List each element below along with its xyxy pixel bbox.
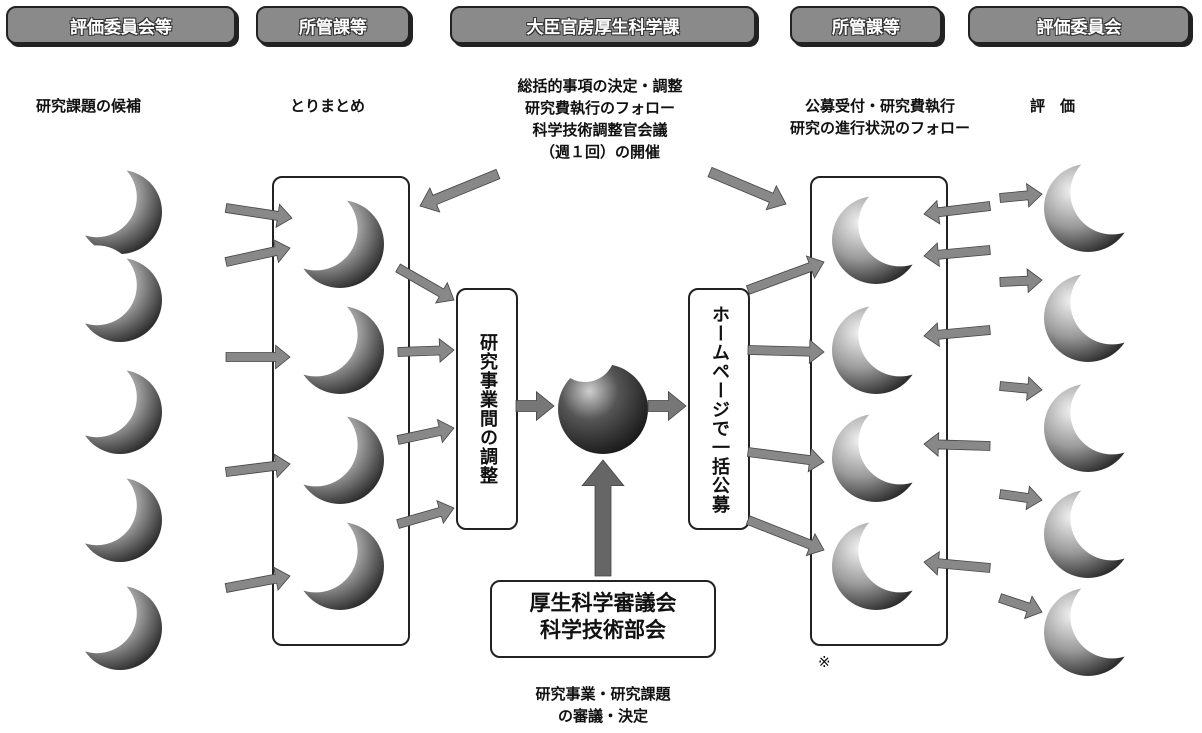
sphere-left-group-1 [274,186,384,288]
label-center-line2: 研究費執行のフォロー [524,99,675,117]
council-line2: 科学技術部会 [540,618,666,642]
sphere-left-group-4 [274,508,384,610]
arrow-eval-to-right-2 [923,242,991,268]
arrow-center-label-to-right [707,166,787,211]
sphere-left-group-2 [274,292,384,394]
sphere-evaluation-3 [1044,370,1154,472]
sphere-evaluation-1 [1044,150,1154,252]
header-responsible-division-left: 所管課等 [256,6,410,44]
arrow-coordination-to-center [515,390,555,422]
arrow-center-label-to-left [419,168,501,213]
arrow-public-to-right-3 [746,447,825,473]
sphere-evaluation-5 [1044,574,1154,676]
arrow-council-to-center [581,459,625,577]
public-offer-box: ホームページで一括公募 [688,288,750,530]
sphere-evaluation-4 [1044,476,1154,578]
sphere-right-group-1 [832,182,942,284]
arrow-right-to-eval-3 [999,376,1043,402]
sphere-left-group-3 [274,402,384,504]
header-eval-committee-right: 評価委員会 [968,6,1190,44]
sphere-candidate-3 [57,357,162,454]
label-summarize: とりまとめ [290,97,366,115]
arrow-public-to-right-2 [747,339,825,365]
note-mark: ※ [818,653,831,671]
sphere-right-group-2 [832,292,942,394]
label-center-line3: 科学技術調整官会議 [532,121,668,139]
sphere-evaluation-2 [1044,260,1154,362]
coordination-box: 研究事業間の調整 [456,288,518,530]
label-evaluation: 評 価 [1030,97,1076,115]
arrow-eval-to-right-1 [923,199,991,225]
sphere-candidate-1 [57,157,162,254]
arrow-candidate-5 [224,566,291,593]
arrow-eval-to-right-3 [923,322,991,348]
coordination-text: 研究事業間の調整 [477,333,498,485]
sphere-candidate-5 [57,573,162,670]
header-responsible-division-right: 所管課等 [790,6,942,44]
arrow-candidate-2 [224,238,291,267]
arrow-candidate-4 [224,453,291,479]
council-box: 厚生科学審議会 科学技術部会 [490,580,716,658]
header-science-division: 大臣官房厚生科学課 [450,6,756,44]
sphere-center [558,364,648,454]
sphere-right-group-3 [832,400,942,502]
arrow-candidate-3 [225,344,291,370]
council-line1: 厚生科学審議会 [529,591,677,615]
label-right-line2: 研究の進行状況のフォロー [789,119,970,137]
arrow-to-coordination-4 [396,500,455,529]
arrow-center-to-public [647,390,687,422]
arrow-right-to-eval-1 [999,182,1043,208]
sphere-candidate-2 [57,245,162,342]
label-candidates: 研究課題の候補 [36,97,142,115]
label-right-line1: 公募受付・研究費執行 [804,97,955,115]
header-eval-committee-left: 評価委員会等 [6,6,236,44]
sphere-right-group-4 [832,508,942,610]
sphere-candidate-4 [57,465,162,562]
label-decision-line2: の審議・決定 [557,707,648,725]
label-decision-line1: 研究事業・研究課題 [535,685,671,703]
arrow-to-coordination-2 [397,337,455,364]
arrow-candidate-1 [224,203,293,229]
arrow-eval-to-right-5 [923,550,991,576]
arrow-to-coordination-1 [395,263,455,304]
arrow-public-to-right-4 [745,515,825,557]
arrow-to-coordination-3 [396,418,455,445]
label-center-line4: （週１回）の開催 [539,143,660,161]
label-center-line1: 総括的事項の決定・調整 [517,77,683,95]
arrow-right-to-eval-5 [998,593,1043,620]
public-offer-text: ホームページで一括公募 [709,304,730,514]
arrow-right-to-eval-2 [999,268,1043,294]
arrow-public-to-right-1 [745,255,825,295]
arrow-eval-to-right-4 [923,431,991,457]
arrow-right-to-eval-4 [998,485,1043,511]
